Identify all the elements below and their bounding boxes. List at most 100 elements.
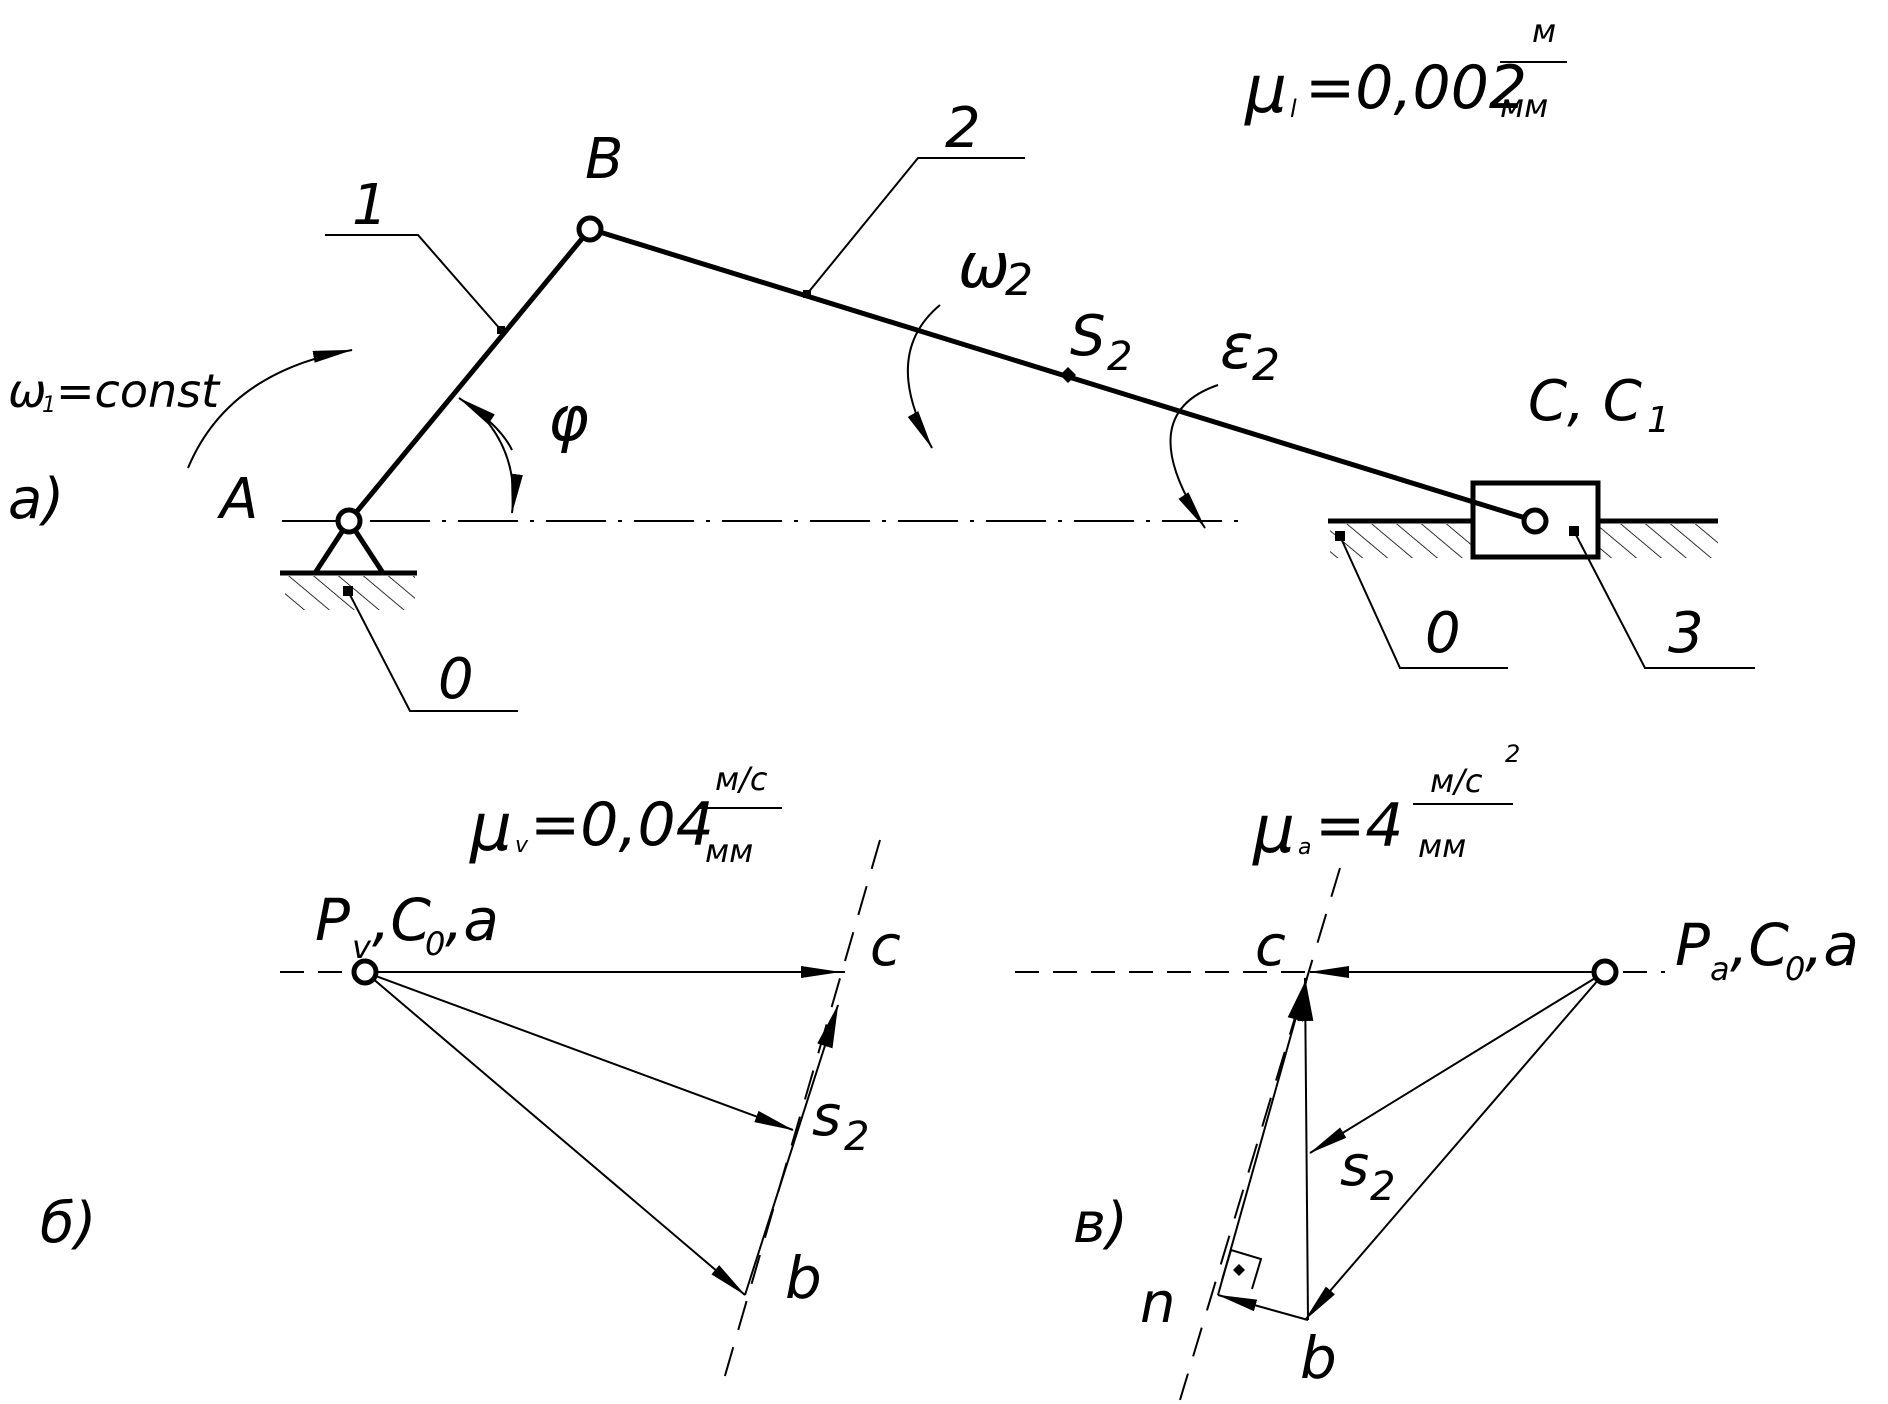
omega1-symbol: ω [8,364,47,418]
right-angle-dot [1233,1264,1245,1276]
acceleration-scale-value: =4 [1315,791,1403,861]
leader-ground-guide: 0 [1335,531,1508,669]
joint-C [1521,507,1549,535]
length-scale-unit-num: м [1532,12,1556,50]
length-scale: μ l =0,002 м мм [1244,12,1567,128]
label-acceleration-b: b [1300,1324,1337,1392]
vector-pa-s2 [1309,971,1606,1154]
pole-pa-P: P [1675,911,1710,979]
label-acceleration-s2-text: s [1340,1134,1369,1199]
label-velocity-s2-sub: 2 [844,1114,869,1160]
pole-pv-sub: v [352,928,372,966]
label-velocity-c: c [870,914,901,979]
omega1-indicator: ω 1 =const [8,349,353,469]
acceleration-scale: μ a =4 м/c 2 мм [1252,740,1520,868]
velocity-scale-mu: μ [469,789,512,866]
epsilon2-arrow [1169,384,1219,529]
label-acceleration-s2: s 2 [1340,1134,1395,1210]
label-plan-b: б) [40,1191,96,1256]
pole-pv-C: ,C [372,886,431,954]
guide-hatching-right [1598,524,1718,558]
length-scale-sub: l [1290,95,1297,123]
label-link-3: 3 [1668,601,1704,666]
crank-link-1 [347,227,592,523]
omega2-arrow [907,304,941,449]
epsilon2-indicator: ε 2 [1169,310,1280,529]
acceleration-plan: μ a =4 м/c 2 мм P a ,C 0 ,a c s [1015,740,1859,1401]
velocity-scale-sub: v [515,833,529,858]
pole-pv-P: P [315,886,350,954]
label-pole-pa: P a ,C 0 ,a [1675,911,1859,988]
omega1-sub: 1 [42,393,56,418]
right-angle-mark [1221,1248,1263,1290]
joint-A [335,507,363,535]
pole-pv-C-sub: 0 [425,925,445,963]
guide-hatching-left [1330,524,1472,558]
label-S2: S 2 [1070,304,1132,380]
acceleration-scale-sub: a [1298,835,1311,860]
length-scale-mu: μ [1244,51,1287,128]
vector-pa-b [1304,971,1606,1321]
pole-pa-C: ,C [1730,911,1789,979]
label-ground-0-left: 0 [438,647,474,712]
velocity-scale: μ v =0,04 м/c мм [469,760,782,870]
omega2-sub: 2 [1005,255,1033,306]
joint-B [576,215,604,243]
vector-n-c [1217,977,1308,1296]
label-joint-C-sub: 1 [1647,400,1670,441]
label-joint-C-text: C, C [1528,369,1642,434]
pole-pa-a: ,a [1805,911,1859,979]
leader-ground-A: 0 [343,586,518,712]
velocity-plan: μ v =0,04 м/c мм P v ,C 0 ,a c s 2 b б) [40,760,901,1394]
label-scheme-a: a) [8,467,64,532]
omega1-arrow [187,349,353,469]
center-of-mass-S2-marker [1060,367,1076,383]
mechanism-scheme: μ l =0,002 м мм [8,12,1755,712]
length-scale-value: =0,002 [1305,53,1527,123]
vector-pv-b [364,971,746,1296]
vector-pv-s2 [364,971,794,1131]
pole-pa-sub: a [1710,950,1730,988]
phi-arc-down [471,404,523,514]
label-acceleration-s2-sub: 2 [1370,1164,1395,1210]
epsilon2-symbol: ε [1220,310,1254,383]
label-S2-text: S [1070,304,1106,369]
velocity-scale-unit-num: м/c [715,760,768,798]
pole-pv-a: ,a [445,886,499,954]
pole-pa-C-sub: 0 [1785,950,1805,988]
acceleration-scale-unit-sup: 2 [1505,740,1520,768]
label-joint-C: C, C 1 [1528,369,1670,441]
pole-pa [1591,958,1619,986]
slider-guide [1328,518,1718,558]
vector-b-n [1217,1294,1309,1321]
label-joint-B: B [585,127,623,192]
label-acceleration-c: c [1255,914,1286,979]
acceleration-scale-unit-num: м/c [1430,762,1483,800]
phi-angle: φ [458,382,589,514]
label-plan-v: в) [1073,1191,1128,1256]
label-velocity-b: b [785,1244,822,1312]
label-S2-sub: 2 [1107,334,1132,380]
phi-symbol: φ [548,382,589,455]
velocity-scale-unit-den: мм [705,832,753,870]
acceleration-scale-mu: μ [1252,791,1295,868]
omega2-symbol: ω [958,229,1010,302]
pole-pv [351,958,379,986]
omega1-const: =const [56,364,221,418]
omega2-indicator: ω 2 [907,229,1033,449]
label-link-2: 2 [945,96,981,161]
leader-link-3: 3 [1569,526,1755,669]
label-joint-A: A [217,467,258,532]
label-acceleration-n: n [1140,1271,1176,1336]
vector-b-c-accel [1297,977,1314,1321]
label-link-1: 1 [352,173,388,238]
velocity-scale-value: =0,04 [530,790,714,860]
label-ground-0-right: 0 [1425,601,1461,666]
length-scale-unit-den: мм [1500,87,1548,125]
epsilon2-sub: 2 [1252,340,1280,391]
vector-b-c [744,1004,839,1296]
slider-block-3 [1470,480,1601,560]
phi-arc-up [458,397,513,451]
label-velocity-s2: s 2 [812,1084,869,1160]
